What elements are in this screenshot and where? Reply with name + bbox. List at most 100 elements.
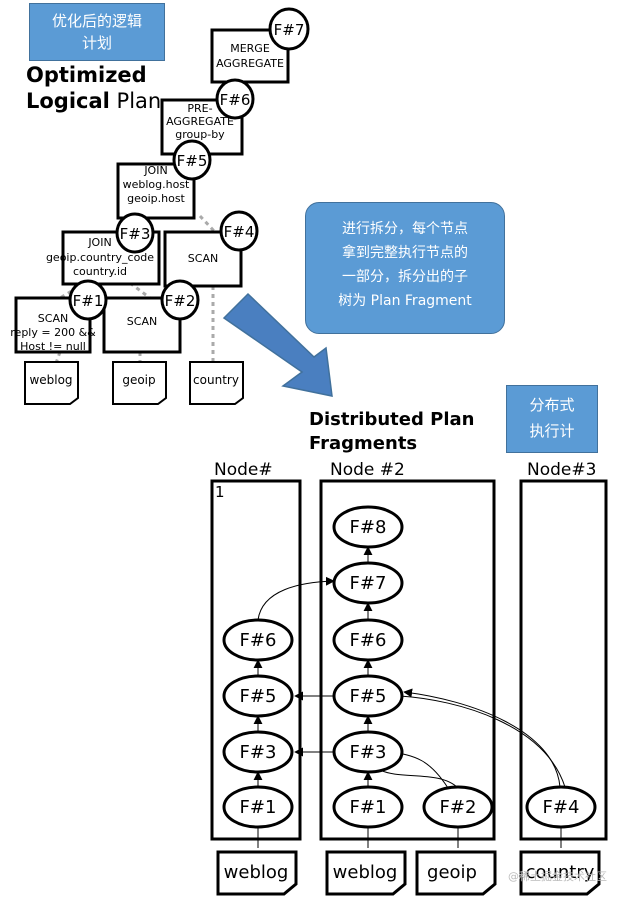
preagg-label-1: PRE- bbox=[187, 102, 212, 115]
distributed-tables bbox=[216, 850, 601, 896]
node2-f6 bbox=[332, 618, 404, 662]
join-bottom-label-2: geoip.country_code bbox=[46, 251, 154, 264]
logical-plan-title-plain: Plan bbox=[109, 89, 162, 113]
node2-f3-label: F#3 bbox=[350, 742, 387, 763]
distributed-fragment-labels: F#6 F#5 F#3 F#1 F#8 F#7 F#6 F#5 F#3 F#1 … bbox=[240, 517, 580, 818]
logical-country-label: country bbox=[193, 373, 239, 387]
distributed-plan-title: Distributed Plan Fragments bbox=[309, 408, 474, 456]
node2-f7-label: F#7 bbox=[350, 573, 387, 594]
node1-f3 bbox=[222, 730, 294, 774]
node1-weblog-doc bbox=[216, 850, 298, 896]
logical-f2-label: F#2 bbox=[165, 292, 196, 310]
logical-f6-circle bbox=[215, 78, 255, 120]
node2-f8-label: F#8 bbox=[350, 517, 387, 538]
logical-f7-label: F#7 bbox=[274, 21, 305, 39]
join-top-label-3: geoip.host bbox=[127, 192, 185, 205]
join-top-label-2: weblog.host bbox=[123, 178, 190, 191]
node3-country-label: country bbox=[526, 862, 595, 883]
logical-plan-tables bbox=[24, 361, 244, 405]
logical-geoip-label: geoip bbox=[122, 373, 155, 387]
scan-left-label-3: Host != null bbox=[20, 340, 86, 353]
preagg-label-2: AGGREGATE bbox=[166, 115, 234, 128]
logical-plan-title-bold: Logical bbox=[26, 89, 110, 113]
distributed-plan-title-line2: Fragments bbox=[309, 433, 418, 454]
node1-weblog-label: weblog bbox=[224, 862, 289, 883]
join-top-label-1: JOIN bbox=[143, 164, 167, 177]
logical-plan-title: Optimized Logical Plan bbox=[26, 62, 161, 114]
scan-left-label-2: reply = 200 && bbox=[10, 326, 96, 339]
node3-frame bbox=[519, 479, 608, 841]
logical-plan-operator-labels: MERGE AGGREGATE PRE- AGGREGATE group-by … bbox=[10, 42, 284, 353]
note-distributed-plan: 分布式 执行计 bbox=[506, 385, 598, 453]
logical-geoip-doc bbox=[112, 361, 167, 405]
node2-f2-label: F#2 bbox=[440, 797, 477, 818]
logical-plan-table-labels: weblog geoip country bbox=[29, 373, 239, 387]
merge-label-1: MERGE bbox=[230, 42, 270, 55]
note-optimized-logical-plan: 优化后的逻辑 计划 bbox=[29, 3, 165, 61]
logical-plan-fragment-labels: F#7 F#6 F#5 F#3 F#4 F#1 F#2 bbox=[73, 21, 305, 310]
logical-weblog-doc bbox=[24, 361, 79, 405]
preagg-label-3: group-by bbox=[175, 128, 225, 141]
node2-frame bbox=[319, 479, 496, 841]
scan-mid-label: SCAN bbox=[127, 315, 157, 328]
distributed-node-frames bbox=[210, 479, 608, 841]
distributed-fragments bbox=[222, 505, 597, 829]
transition-arrow bbox=[222, 292, 333, 397]
scan-right-label: SCAN bbox=[188, 252, 218, 265]
distributed-plan-title-line1: Distributed Plan bbox=[309, 409, 475, 430]
logical-f3-circle bbox=[115, 212, 155, 254]
node2-f1-label: F#1 bbox=[350, 797, 387, 818]
node2-f5 bbox=[332, 674, 404, 718]
node1-f5 bbox=[222, 674, 294, 718]
node3-f4-label: F#4 bbox=[543, 797, 580, 818]
logical-f2-circle bbox=[160, 279, 200, 321]
logical-f1-label: F#1 bbox=[73, 292, 104, 310]
node2-weblog-label: weblog bbox=[333, 862, 398, 883]
logical-f3-label: F#3 bbox=[120, 225, 151, 243]
node3-label: Node#3 bbox=[527, 460, 596, 480]
watermark-text: @稀土掘金技术社区 bbox=[508, 870, 607, 883]
note-plan-fragment-split: 进行拆分，每个节点 拿到完整执行节点的 一部分，拆分出的子 树为 Plan Fr… bbox=[305, 202, 505, 334]
logical-f5-circle bbox=[172, 139, 212, 181]
distributed-table-labels: weblog weblog geoip country bbox=[224, 862, 595, 883]
logical-f4-circle bbox=[219, 210, 259, 252]
logical-f7-circle bbox=[268, 7, 310, 51]
node1-f5-label: F#5 bbox=[240, 686, 277, 707]
distributed-edges bbox=[253, 546, 566, 848]
logical-weblog-label: weblog bbox=[29, 373, 72, 387]
logical-f6-label: F#6 bbox=[220, 91, 251, 109]
node2-geoip-label: geoip bbox=[427, 862, 477, 883]
node2-f2 bbox=[422, 785, 494, 829]
node1-f1-label: F#1 bbox=[240, 797, 277, 818]
join-bottom-label-3: country.id bbox=[73, 265, 127, 278]
logical-f1-circle bbox=[68, 279, 108, 321]
logical-f4-label: F#4 bbox=[224, 223, 255, 241]
node2-weblog-doc bbox=[325, 850, 407, 896]
node1-label-line1: Node# bbox=[214, 460, 273, 480]
node2-f7 bbox=[332, 561, 404, 605]
node2-geoip-doc bbox=[415, 850, 497, 896]
logical-country-doc bbox=[189, 361, 244, 405]
node2-label: Node #2 bbox=[330, 460, 405, 480]
node2-f3 bbox=[332, 730, 404, 774]
node3-f4 bbox=[525, 785, 597, 829]
join-bottom-label-1: JOIN bbox=[87, 236, 111, 249]
scan-left-label-1: SCAN bbox=[38, 312, 68, 325]
node2-f1 bbox=[332, 785, 404, 829]
node1-frame bbox=[210, 479, 302, 841]
logical-plan-title-line2: Logical Plan bbox=[26, 88, 161, 114]
node2-f6-label: F#6 bbox=[350, 630, 387, 651]
merge-label-2: AGGREGATE bbox=[216, 57, 284, 70]
logical-plan-title-line1: Optimized bbox=[26, 63, 147, 87]
node2-f5-label: F#5 bbox=[350, 686, 387, 707]
node2-f8 bbox=[332, 505, 404, 549]
node1-f6 bbox=[222, 618, 294, 662]
logical-f5-label: F#5 bbox=[177, 152, 208, 170]
node1-f1 bbox=[222, 785, 294, 829]
node1-label-line2: 1 bbox=[215, 483, 225, 501]
node1-f6-label: F#6 bbox=[240, 630, 277, 651]
distributed-node-labels: Node# 1 Node #2 Node#3 bbox=[214, 460, 596, 501]
node1-f3-label: F#3 bbox=[240, 742, 277, 763]
node3-country-doc bbox=[519, 850, 601, 896]
